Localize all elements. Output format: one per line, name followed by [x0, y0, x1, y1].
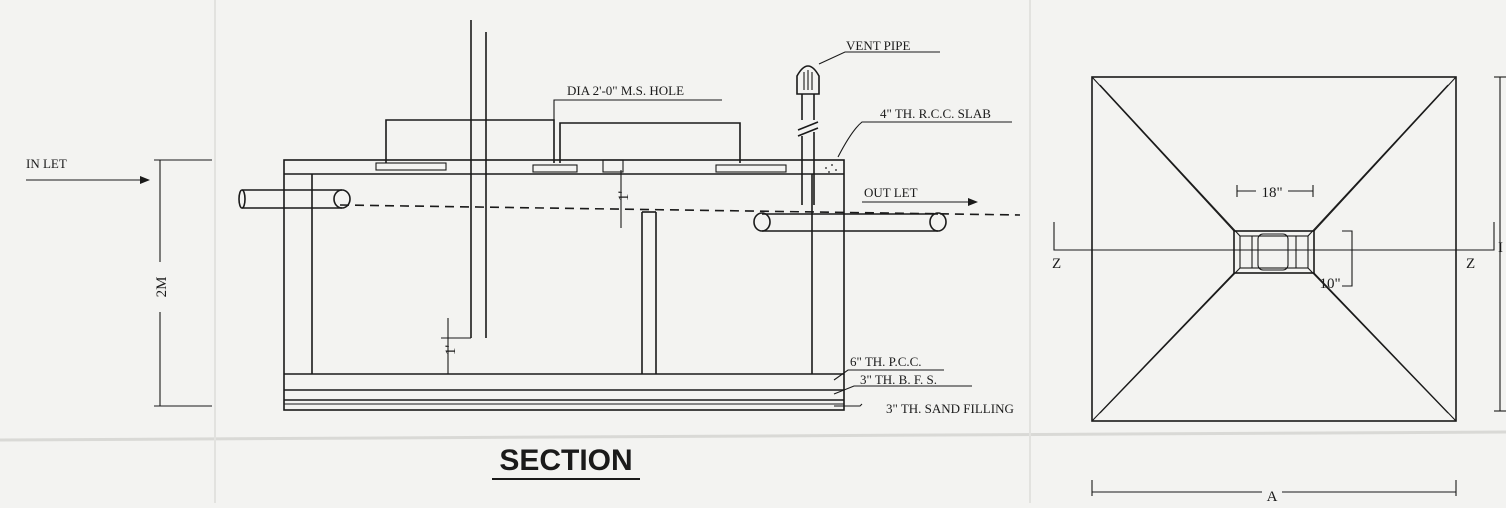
- plan-cover-handle: [1257, 233, 1289, 271]
- plan-view: Z Z I 18" 10" A: [1052, 76, 1506, 505]
- section-view: 2M 1' 1' IN LET OUT LET VENT PIPE DIA 2'…: [26, 20, 1021, 480]
- pcc-label: 6" TH. P.C.C.: [850, 354, 922, 369]
- vent-pipe: [796, 65, 820, 205]
- plan-diagonal: [1099, 267, 1241, 414]
- dim-gap-top-label: 1': [616, 191, 632, 202]
- cover-plate: [532, 164, 578, 173]
- paper-fold: [0, 430, 1506, 442]
- sand-label: 3" TH. SAND FILLING: [886, 401, 1014, 416]
- plan-cover-inner: [1239, 235, 1309, 269]
- vent-pipe-label: VENT PIPE: [846, 38, 910, 53]
- outlet-pipe: [753, 212, 947, 232]
- cut-label-left: Z: [1052, 256, 1061, 272]
- water-level-line: [339, 204, 1021, 216]
- plan-diagonal: [1099, 84, 1241, 237]
- slab-hatch: [825, 164, 837, 173]
- leader-sand: [834, 403, 863, 407]
- plan-outer-rect: [1091, 76, 1457, 422]
- leader-pcc: [833, 369, 944, 381]
- inlet-label: IN LET: [26, 156, 67, 171]
- inlet-arrowhead: [140, 176, 150, 184]
- cover-plate: [375, 162, 447, 171]
- plan-diagonal: [1307, 84, 1449, 237]
- dim-18-label: 18": [1261, 185, 1282, 201]
- bfs-label: 3" TH. B. F. S.: [860, 372, 937, 387]
- manhole-box-left: [385, 119, 555, 163]
- leader-hole: [553, 99, 722, 120]
- tank-outline: [283, 159, 845, 411]
- plan-cover-outer: [1233, 230, 1315, 274]
- plan-diagonal: [1307, 267, 1449, 414]
- cover-plate: [602, 159, 624, 173]
- slab-label: 4" TH. R.C.C. SLAB: [880, 106, 991, 121]
- dim-gap-bottom-label: 1': [443, 345, 459, 356]
- manhole-box-right: [559, 122, 741, 163]
- cut-label-right: Z: [1466, 256, 1475, 272]
- section-cut-line: [1053, 222, 1495, 251]
- outlet-label: OUT LET: [864, 185, 918, 200]
- dim-height-label: 2M: [154, 277, 170, 298]
- outlet-arrowhead: [968, 198, 978, 206]
- section-title: SECTION: [499, 444, 632, 477]
- inlet-pipe: [238, 189, 351, 209]
- leader-slab: [837, 121, 1012, 158]
- dim-10-label: 10": [1319, 276, 1340, 292]
- leader-vent-pipe: [818, 51, 940, 65]
- hole-label: DIA 2'-0" M.S. HOLE: [567, 83, 684, 98]
- leader-bfs: [833, 385, 972, 395]
- dim-a-label: A: [1267, 489, 1278, 503]
- dim-10-line: [1342, 230, 1353, 287]
- cover-plate: [715, 164, 787, 173]
